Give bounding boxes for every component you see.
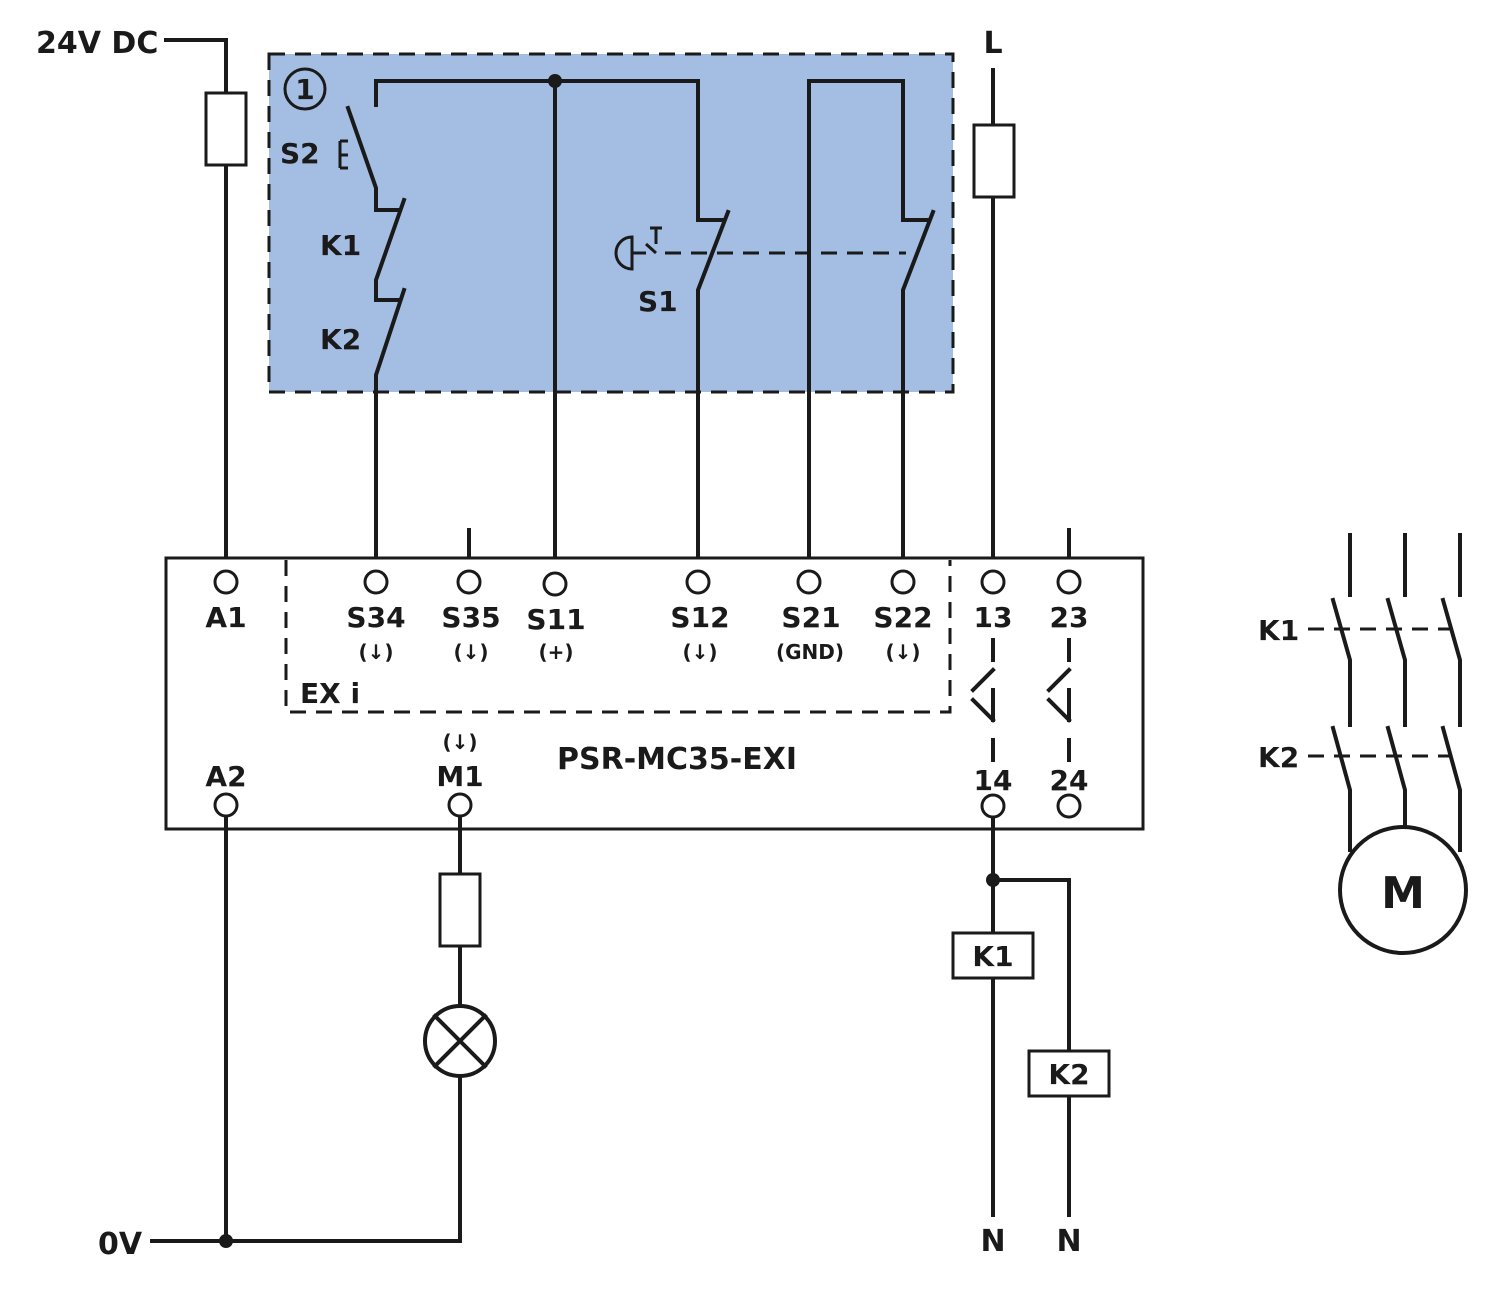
terminal-s21-label: S21 — [781, 601, 840, 634]
s2-pushbutton — [338, 139, 348, 170]
ex-zone-area — [267, 52, 955, 394]
terminal-s11-sublabel: (+) — [538, 640, 573, 664]
coil-k1-label: K1 — [972, 940, 1013, 973]
terminal-24 — [1056, 793, 1082, 819]
supply-0v-wire — [150, 1075, 462, 1243]
terminal-a2 — [213, 792, 239, 818]
terminal-s34 — [363, 569, 389, 595]
terminal-m1-label: M1 — [436, 760, 483, 793]
contactor-k2-label: K2 — [1258, 741, 1299, 774]
terminal-14-label: 14 — [974, 764, 1013, 797]
terminal-s21 — [796, 569, 822, 595]
zone-marker: 1 — [295, 73, 314, 106]
terminal-a1-label: A1 — [205, 601, 246, 634]
junction-0v — [219, 1234, 233, 1248]
k2-nc-contact — [374, 287, 407, 574]
module-name: PSR-MC35-EXI — [557, 742, 797, 777]
k1-label: K1 — [320, 229, 361, 262]
terminal-13 — [980, 569, 1006, 595]
s1-mushroom-head — [614, 226, 662, 271]
s1-contact-2 — [901, 209, 936, 574]
phase-1-contacts — [1330, 533, 1352, 852]
terminal-s12-label: S12 — [670, 601, 729, 634]
s1-channel-2-wire — [807, 79, 905, 574]
terminal-14 — [980, 793, 1006, 819]
terminal-s21-sublabel: (GND) — [776, 640, 844, 664]
k1-nc-contact — [374, 197, 407, 302]
s2-label: S2 — [280, 137, 320, 170]
terminal-s22-label: S22 — [873, 601, 932, 634]
exi-label: EX i — [300, 677, 360, 710]
terminal-23-label: 23 — [1050, 601, 1089, 634]
coil-k2-label: K2 — [1048, 1058, 1089, 1091]
terminal-a2-label: A2 — [205, 760, 246, 793]
supply-0v-label: 0V — [98, 1227, 143, 1262]
k2-label: K2 — [320, 323, 361, 356]
k2-coil-wire — [991, 878, 1071, 1217]
s1-label: S1 — [638, 285, 678, 318]
fuse-m1 — [438, 872, 482, 948]
zone-top-wire — [374, 79, 700, 222]
terminal-s35-sublabel: (↓) — [453, 640, 488, 664]
supply-24v-wire — [164, 38, 228, 572]
terminal-s11 — [542, 571, 568, 597]
fuse-a1 — [204, 91, 248, 167]
output-contact-13-14 — [970, 638, 996, 762]
lamp-cross — [432, 1013, 488, 1069]
phase-3-contacts — [1440, 533, 1462, 852]
s2-switch — [345, 105, 378, 212]
zone-marker-circle — [283, 67, 327, 111]
terminal-s34-sublabel: (↓) — [358, 640, 393, 664]
terminal-23 — [1056, 569, 1082, 595]
supply-24v-label: 24V DC — [36, 26, 158, 61]
terminal-13-label: 13 — [974, 601, 1013, 634]
motor-label: M — [1381, 868, 1425, 919]
terminal-m1-sublabel: (↓) — [442, 730, 477, 754]
terminal-s22-sublabel: (↓) — [885, 640, 920, 664]
relay-module — [164, 556, 1145, 831]
terminal-s12 — [685, 569, 711, 595]
phase-2-contacts — [1385, 533, 1407, 832]
terminal-s34-label: S34 — [346, 601, 405, 634]
terminal-s12-sublabel: (↓) — [682, 640, 717, 664]
output-contact-23-24 — [1046, 638, 1072, 762]
terminal-s35-label: S35 — [441, 601, 500, 634]
terminal-s11-label: S11 — [526, 603, 585, 636]
coil-k1 — [951, 931, 1035, 980]
terminal-a1 — [213, 569, 239, 595]
exi-boundary — [284, 560, 952, 714]
motor — [1338, 825, 1468, 955]
terminal-s22 — [890, 569, 916, 595]
neutral-1-label: N — [980, 1224, 1005, 1259]
contactor-k1-label: K1 — [1258, 614, 1299, 647]
terminal-24-label: 24 — [1050, 764, 1089, 797]
neutral-2-label: N — [1056, 1224, 1081, 1259]
coil-k2 — [1027, 1049, 1111, 1098]
terminal-s35 — [456, 569, 482, 595]
fuse-13 — [972, 123, 1016, 199]
supply-l-label: L — [983, 26, 1002, 61]
terminal-m1 — [447, 792, 473, 818]
s1-contact-1 — [696, 209, 731, 574]
